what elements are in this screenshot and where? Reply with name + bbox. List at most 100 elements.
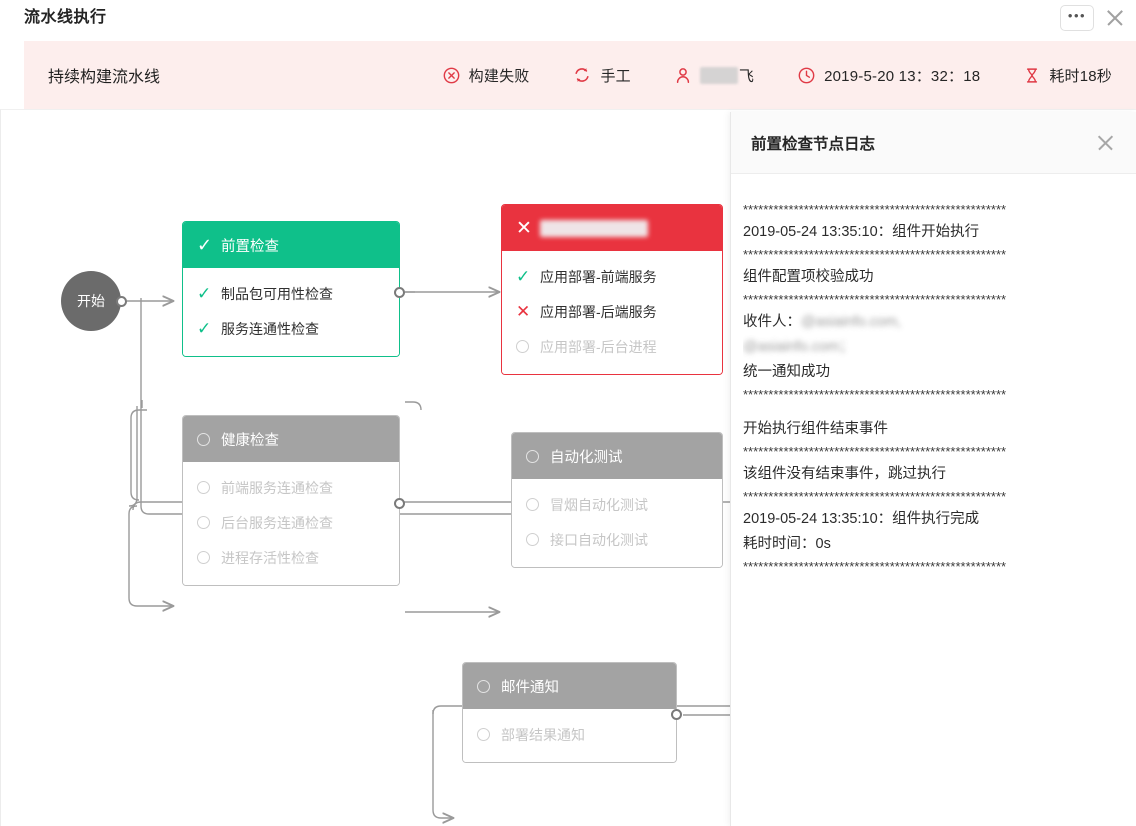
stage-card-deploy[interactable]: ✕ ✓ 应用部署-前端服务 ✕ 应用部署-后端服务 应用部署-后台进程 [501,204,723,375]
circle-icon [477,679,501,693]
stage-task-list: 冒烟自动化测试 接口自动化测试 [512,479,722,567]
ellipsis-icon[interactable]: ••• [1060,5,1094,31]
circle-icon [197,516,221,529]
task-row[interactable]: 进程存活性检查 [183,540,399,575]
log-line: 开始执行组件结束事件 [743,421,888,437]
task-row[interactable]: 部署结果通知 [463,717,676,752]
stage-title: 前置检查 [221,238,279,255]
task-row[interactable]: 接口自动化测试 [512,522,722,557]
log-line: ****************************************… [743,292,1007,307]
status-label: 构建失败 [468,67,530,85]
trigger-type: 手工 [573,65,631,86]
task-row[interactable]: ✓ 服务连通性检查 [183,311,399,346]
circle-icon [197,481,221,494]
circle-icon [477,728,501,741]
log-line: 组件配置项校验成功 [743,269,874,285]
stage-card-auto-test[interactable]: 自动化测试 冒烟自动化测试 接口自动化测试 [511,432,723,568]
log-line: ****************************************… [743,387,1007,402]
stage-task-list: ✓ 应用部署-前端服务 ✕ 应用部署-后端服务 应用部署-后台进程 [502,251,722,374]
start-node-port[interactable] [116,296,127,307]
check-icon: ✓ [197,319,212,338]
close-icon[interactable] [1096,133,1116,153]
check-icon: ✓ [197,235,213,255]
summary-meta-list: 构建失败 手工 飞 2019-5-20 13：32：18 [399,65,1136,86]
start-node-label: 开始 [77,293,105,309]
stage-output-port-mail-notify[interactable] [671,709,682,720]
close-icon: ✕ [516,217,532,239]
task-label: 部署结果通知 [501,726,585,743]
stage-title: 健康检查 [221,432,279,449]
task-row[interactable]: 前端服务连通检查 [183,470,399,505]
task-label: 进程存活性检查 [221,549,319,566]
log-line: 2019-05-24 13:35:10：组件执行完成 [743,511,980,527]
window-titlebar: 流水线执行 ••• [0,0,1136,39]
stage-card-pre-check[interactable]: ✓ 前置检查 ✓ 制品包可用性检查 ✓ 服务连通性检查 [182,221,400,357]
stage-card-mail-notify[interactable]: 邮件通知 部署结果通知 [462,662,677,763]
task-row[interactable]: ✕ 应用部署-后端服务 [502,294,722,329]
start-node[interactable]: 开始 [61,271,121,331]
redacted-email: @asiainfo.com, [801,314,902,330]
page-title: 流水线执行 [24,9,107,26]
log-line: ****************************************… [743,489,1007,504]
window-controls: ••• [1060,0,1126,36]
log-line-recipients: 收件人：@asiainfo.com, [743,310,1122,335]
stage-card-health-check[interactable]: 健康检查 前端服务连通检查 后台服务连通检查 进程存活性检查 [182,415,400,586]
stage-output-port-pre-check[interactable] [394,287,405,298]
circle-icon [516,340,540,353]
circle-icon [526,498,550,511]
close-icon: ✕ [516,302,531,321]
log-panel-body[interactable]: ****************************************… [731,174,1136,587]
status-badge: 构建失败 [443,65,530,86]
task-label: 前端服务连通检查 [221,479,333,496]
log-line: 2019-05-24 13:35:10：组件开始执行 [743,224,980,240]
check-icon: ✓ [516,267,531,286]
task-label: 接口自动化测试 [550,531,648,548]
pipeline-summary-bar: 持续构建流水线 构建失败 手工 飞 [24,41,1136,109]
log-line-recipients: @asiainfo.com； [743,335,1122,360]
operator: 飞 [675,65,754,86]
redacted-email: @asiainfo.com； [743,339,854,355]
task-label: 冒烟自动化测试 [550,496,648,513]
check-icon: ✓ [197,284,212,303]
stage-title: 自动化测试 [550,449,623,466]
clock-icon [798,67,815,84]
duration: 耗时18秒 [1024,65,1112,86]
trigger-label: 手工 [600,67,631,85]
log-line: 统一通知成功 [743,364,830,380]
log-panel-header: 前置检查节点日志 [731,112,1136,174]
task-row[interactable]: ✓ 应用部署-前端服务 [502,259,722,294]
task-row[interactable]: 应用部署-后台进程 [502,329,722,364]
node-log-panel: 前置检查节点日志 *******************************… [730,112,1136,826]
refresh-icon [573,66,591,84]
user-icon [675,67,691,84]
log-panel-title: 前置检查节点日志 [751,135,876,153]
stage-output-port-health-check[interactable] [394,498,405,509]
timestamp-label: 2019-5-20 13：32：18 [824,67,981,85]
close-icon[interactable] [1104,7,1126,29]
task-row[interactable]: ✓ 制品包可用性检查 [183,276,399,311]
log-line-spacer [743,405,1122,417]
log-line: ****************************************… [743,202,1007,217]
log-line: ****************************************… [743,559,1007,574]
task-row[interactable]: 冒烟自动化测试 [512,487,722,522]
task-label: 应用部署-前端服务 [540,268,657,285]
redacted-stage-title-blob [540,219,648,237]
stage-task-list: 部署结果通知 [463,709,676,762]
stage-task-list: ✓ 制品包可用性检查 ✓ 服务连通性检查 [183,268,399,356]
task-label: 后台服务连通检查 [221,514,333,531]
stage-title: 邮件通知 [501,679,559,696]
stage-task-list: 前端服务连通检查 后台服务连通检查 进程存活性检查 [183,462,399,585]
circle-icon [197,432,221,446]
log-line: ****************************************… [743,444,1007,459]
log-line-prefix: 收件人： [743,314,801,330]
log-line: 该组件没有结束事件，跳过执行 [743,466,946,482]
circle-icon [197,551,221,564]
redacted-username-blob [699,66,738,84]
task-row[interactable]: 后台服务连通检查 [183,505,399,540]
stage-header: ✓ 前置检查 [183,222,399,268]
task-label: 服务连通性检查 [221,320,319,337]
operator-label: 飞 [738,67,755,85]
error-circle-icon [443,67,460,84]
task-label: 应用部署-后台进程 [540,338,657,355]
